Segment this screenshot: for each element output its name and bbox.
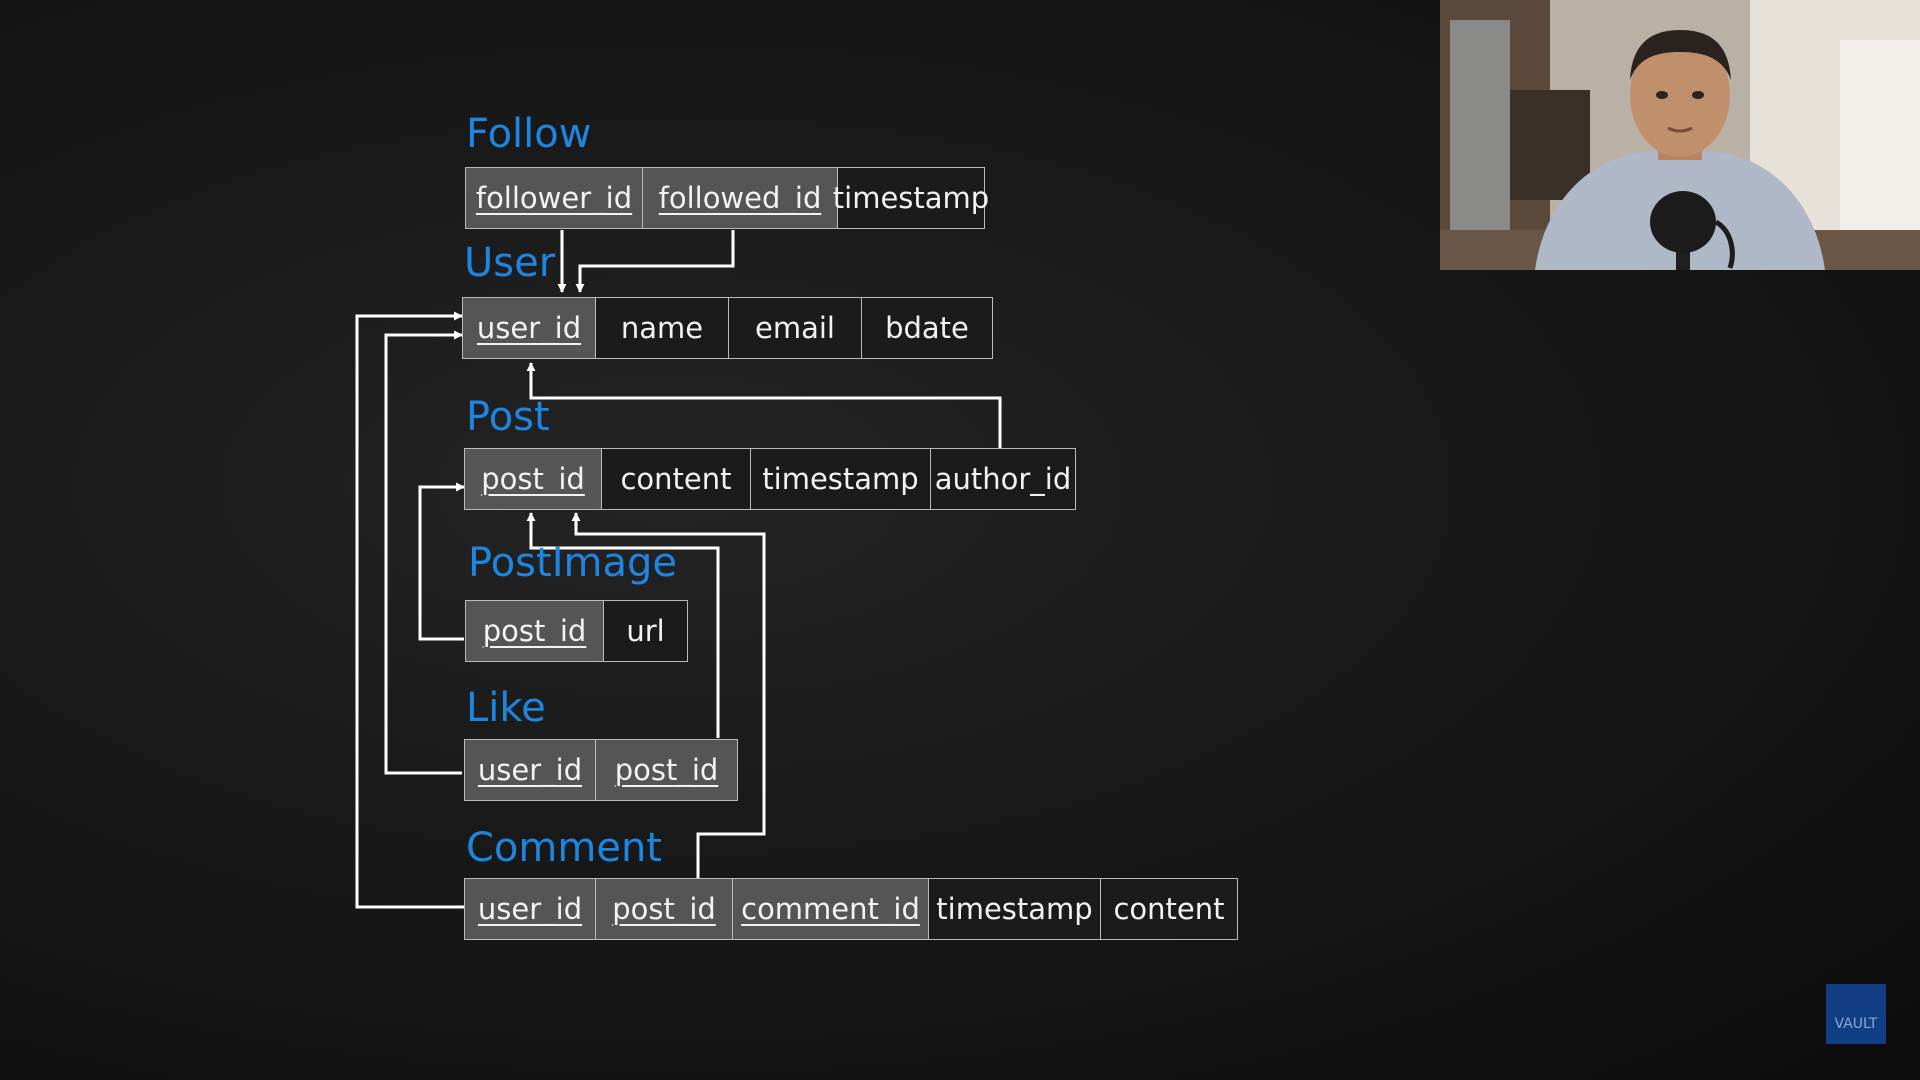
- rel-postimage-post: [418, 482, 465, 641]
- presenter-webcam-scene: [1440, 0, 1920, 270]
- column-comment-id: comment_id: [733, 879, 929, 939]
- table-title-follow: Follow: [466, 111, 592, 157]
- presenter-webcam: [1440, 0, 1920, 270]
- rel-comment-user: [355, 311, 464, 909]
- table-post: post_id content timestamp author_id: [464, 448, 1076, 510]
- table-user: user_id name email bdate: [462, 297, 993, 359]
- column-email: email: [729, 298, 862, 358]
- rel-like-user: [384, 330, 463, 775]
- column-followed-id: followed_id: [643, 168, 838, 228]
- rel-post-author: [526, 362, 1002, 448]
- table-like: user_id post_id: [464, 739, 738, 801]
- column-content: content: [602, 449, 751, 509]
- table-follow: follower_id followed_id timestamp: [465, 167, 990, 229]
- column-timestamp: timestamp: [929, 879, 1101, 939]
- column-url: url: [626, 614, 665, 648]
- column-timestamp: timestamp: [832, 181, 990, 215]
- table-title-user: User: [464, 240, 556, 286]
- column-bdate: bdate: [885, 311, 969, 345]
- watermark-text: VAULT: [1835, 1016, 1878, 1032]
- column-follower-id: follower_id: [466, 168, 643, 228]
- column-user-id: user_id: [465, 879, 596, 939]
- column-post-id: post_id: [596, 740, 737, 800]
- column-name: name: [596, 298, 729, 358]
- column-post-id: post_id: [466, 601, 604, 661]
- table-postimage: post_id url: [465, 600, 688, 662]
- svg-text:VAULT: VAULT: [1835, 1016, 1878, 1032]
- column-post-id: post_id: [465, 449, 602, 509]
- watermark: VAULT: [1826, 984, 1886, 1044]
- table-title-post: Post: [466, 394, 550, 440]
- column-timestamp: timestamp: [751, 449, 931, 509]
- table-title-comment: Comment: [466, 825, 662, 871]
- column-author-id: author_id: [934, 462, 1072, 496]
- table-title-postimage: PostImage: [468, 540, 677, 586]
- column-post-id: post_id: [596, 879, 733, 939]
- rel-follow-followed: [575, 230, 735, 293]
- table-title-like: Like: [466, 685, 546, 731]
- table-comment: user_id post_id comment_id timestamp con…: [464, 878, 1238, 940]
- column-content: content: [1113, 892, 1225, 926]
- column-user-id: user_id: [463, 298, 596, 358]
- column-user-id: user_id: [465, 740, 596, 800]
